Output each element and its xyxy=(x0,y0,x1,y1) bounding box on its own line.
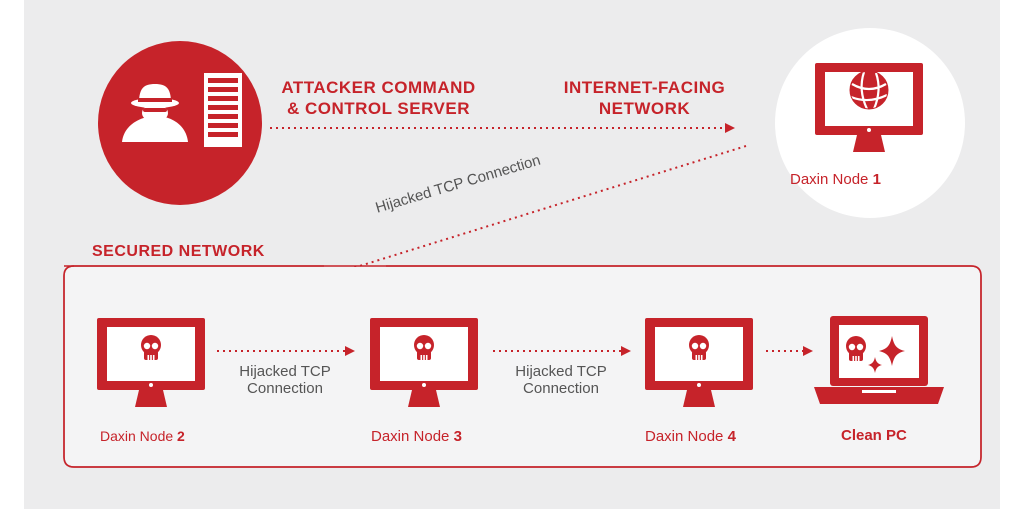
daxin-node-1-label: Daxin Node 1 xyxy=(790,171,881,188)
internet-title: INTERNET-FACING NETWORK xyxy=(563,78,726,118)
daxin-node-3-label: Daxin Node 3 xyxy=(371,428,462,445)
connection-label-2: Hijacked TCP Connection xyxy=(515,363,607,397)
clean-pc-icon xyxy=(814,316,944,404)
daxin-node-4-label: Daxin Node 4 xyxy=(645,428,736,445)
diagram-graphics xyxy=(63,28,982,468)
daxin-node-2-label: Daxin Node 2 xyxy=(100,428,185,444)
arrow-node1-to-node2 xyxy=(214,145,747,313)
attacker-server-icon xyxy=(98,41,262,205)
clean-pc-label: Clean PC xyxy=(841,427,907,444)
connection-label-1: Hijacked TCP Connection xyxy=(239,363,331,397)
diagram-canvas: ATTACKER COMMAND & CONTROL SERVER INTERN… xyxy=(24,0,1000,509)
attacker-title: ATTACKER COMMAND & CONTROL SERVER xyxy=(281,78,476,118)
secured-network-title: SECURED NETWORK xyxy=(92,243,265,260)
daxin-node-1-icon xyxy=(775,28,965,218)
